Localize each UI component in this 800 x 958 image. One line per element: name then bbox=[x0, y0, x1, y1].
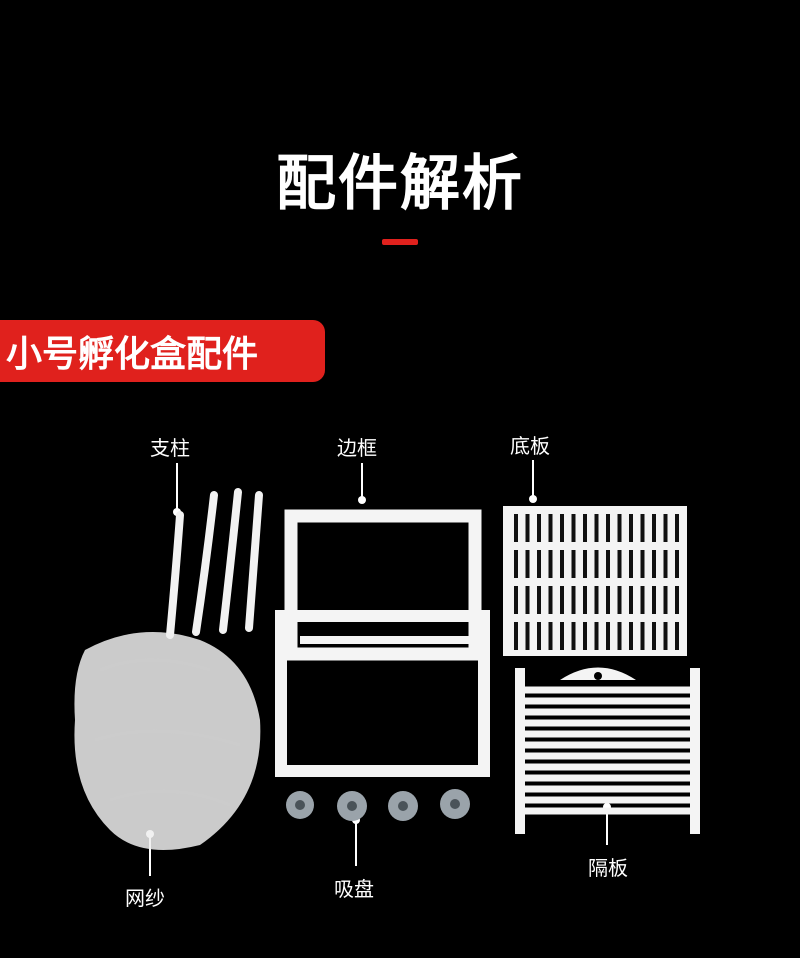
label-bottom-board: 底板 bbox=[510, 434, 550, 458]
suction-cups bbox=[286, 789, 470, 821]
page-title: 配件解析 bbox=[276, 149, 524, 219]
divider-board bbox=[515, 667, 700, 834]
label-frame: 边框 bbox=[337, 436, 377, 460]
frames bbox=[275, 509, 490, 777]
label-pillar: 支柱 bbox=[150, 436, 190, 460]
label-divider: 隔板 bbox=[588, 856, 628, 880]
label-suction-cup: 吸盘 bbox=[334, 877, 374, 901]
net bbox=[74, 632, 261, 850]
bottom-board bbox=[503, 506, 687, 656]
pillars bbox=[166, 488, 263, 639]
title-underline bbox=[382, 239, 418, 245]
label-net: 网纱 bbox=[125, 886, 165, 910]
banner-text: 小号孵化盒配件 bbox=[6, 334, 259, 375]
accessory-banner: 小号孵化盒配件 bbox=[0, 320, 325, 382]
